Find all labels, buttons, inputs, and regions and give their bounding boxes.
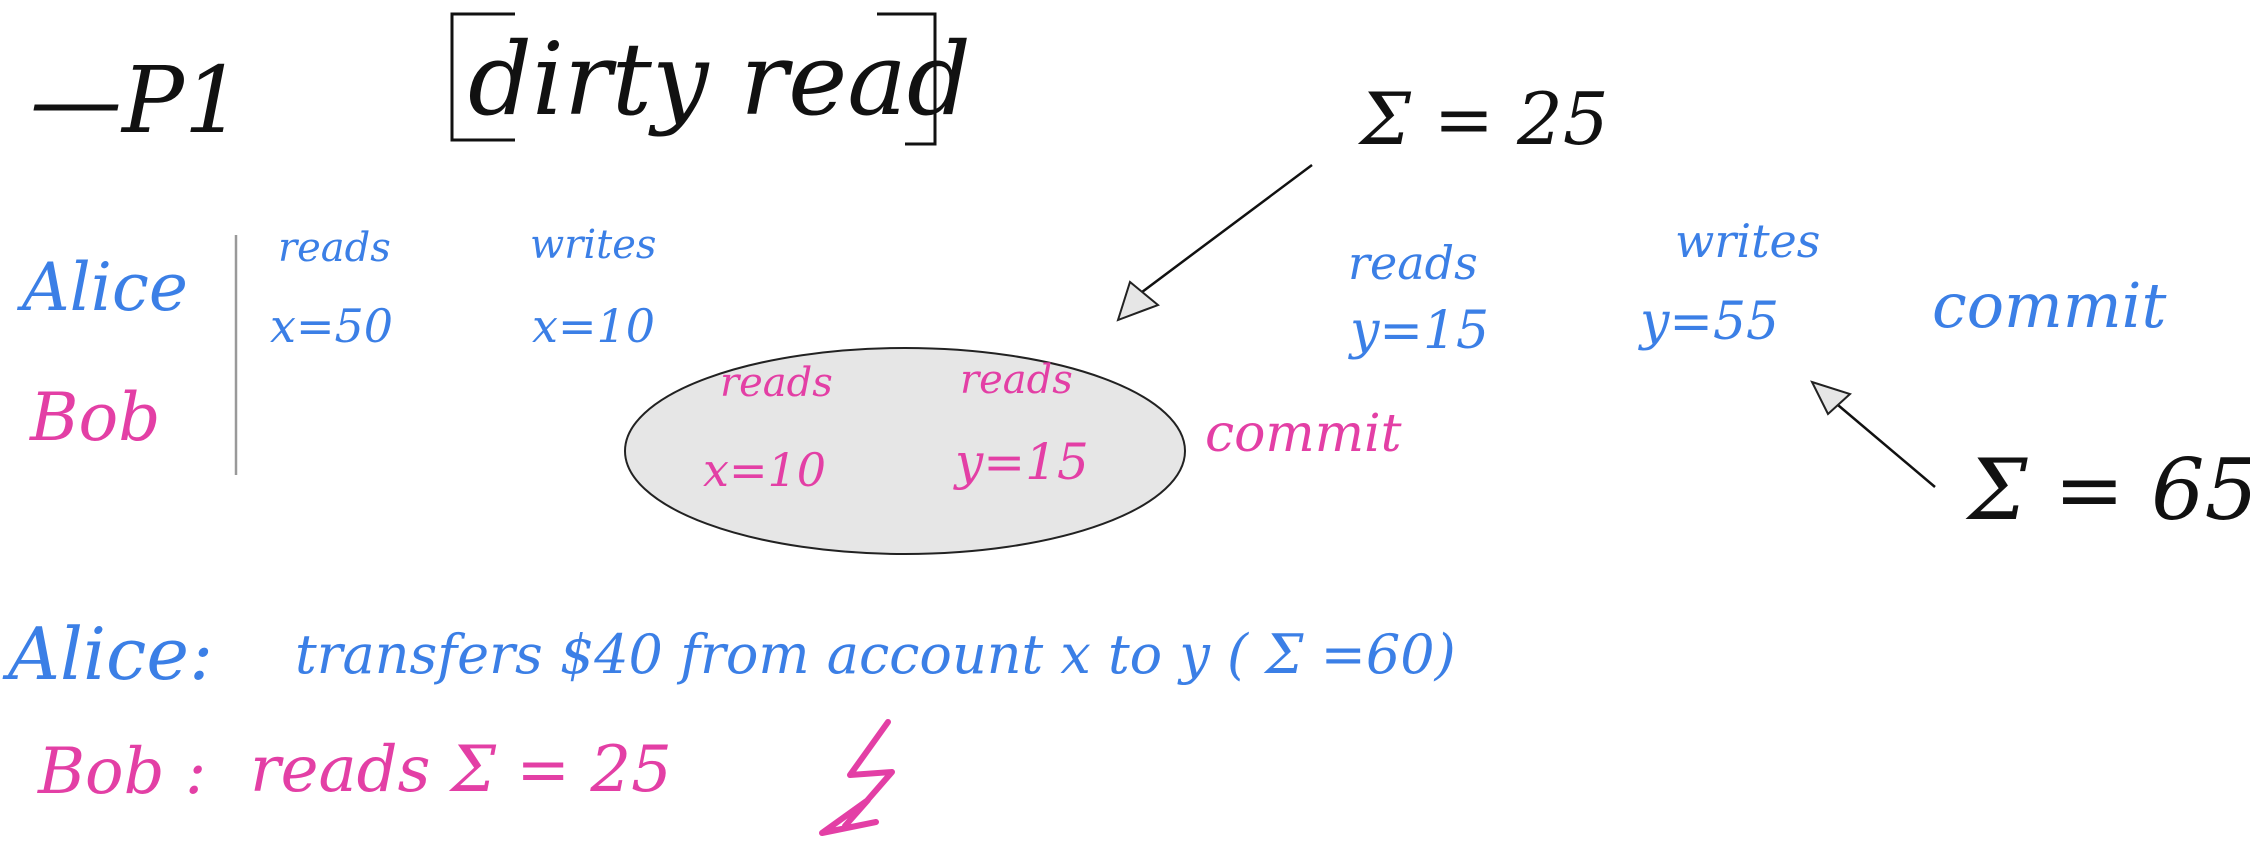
sum-bob-arrowhead: [1116, 280, 1160, 322]
row-label-bob: Bob: [30, 379, 161, 456]
note-bob-text: reads Σ = 25: [250, 733, 672, 807]
alice-commit: commit: [1932, 269, 2167, 342]
sum-bob-arrow-line: [1141, 163, 1313, 294]
anomaly-title: dirty read: [468, 21, 971, 138]
alice-op-label: writes: [530, 222, 657, 268]
dirty-read-bubble: [624, 347, 1186, 555]
sum-alice-annotation: Σ = 65: [1968, 441, 2250, 539]
anomaly-code: —P1: [30, 47, 243, 154]
bob-op-label: reads: [720, 360, 833, 406]
note-alice-label: Alice:: [8, 612, 214, 696]
title-right-bracket: [877, 12, 937, 146]
bob-op-value: y=15: [955, 433, 1089, 491]
bob-commit: commit: [1205, 404, 1402, 464]
sum-bob-annotation: Σ = 25: [1360, 77, 1609, 161]
alice-op-value: x=10: [532, 299, 656, 353]
alice-op-label: writes: [1675, 214, 1821, 268]
note-alice-text: transfers $40 from account x to y ( Σ =6…: [295, 623, 1456, 686]
alice-op-value: x=50: [270, 299, 394, 353]
note-bob-label: Bob :: [38, 735, 207, 809]
row-label-alice: Alice: [22, 249, 188, 326]
alice-op-label: reads: [278, 225, 391, 271]
bob-op-label: reads: [960, 357, 1073, 403]
sum-alice-arrowhead: [1810, 380, 1852, 416]
sum-alice-arrow-line: [1831, 399, 1936, 488]
bob-op-value: x=10: [703, 443, 827, 497]
title-left-bracket: [450, 12, 515, 142]
alice-op-value: y=55: [1640, 292, 1780, 352]
alice-op-label: reads: [1348, 236, 1478, 290]
alice-op-value: y=15: [1350, 301, 1490, 361]
lightning-bolt-icon: [819, 719, 895, 836]
